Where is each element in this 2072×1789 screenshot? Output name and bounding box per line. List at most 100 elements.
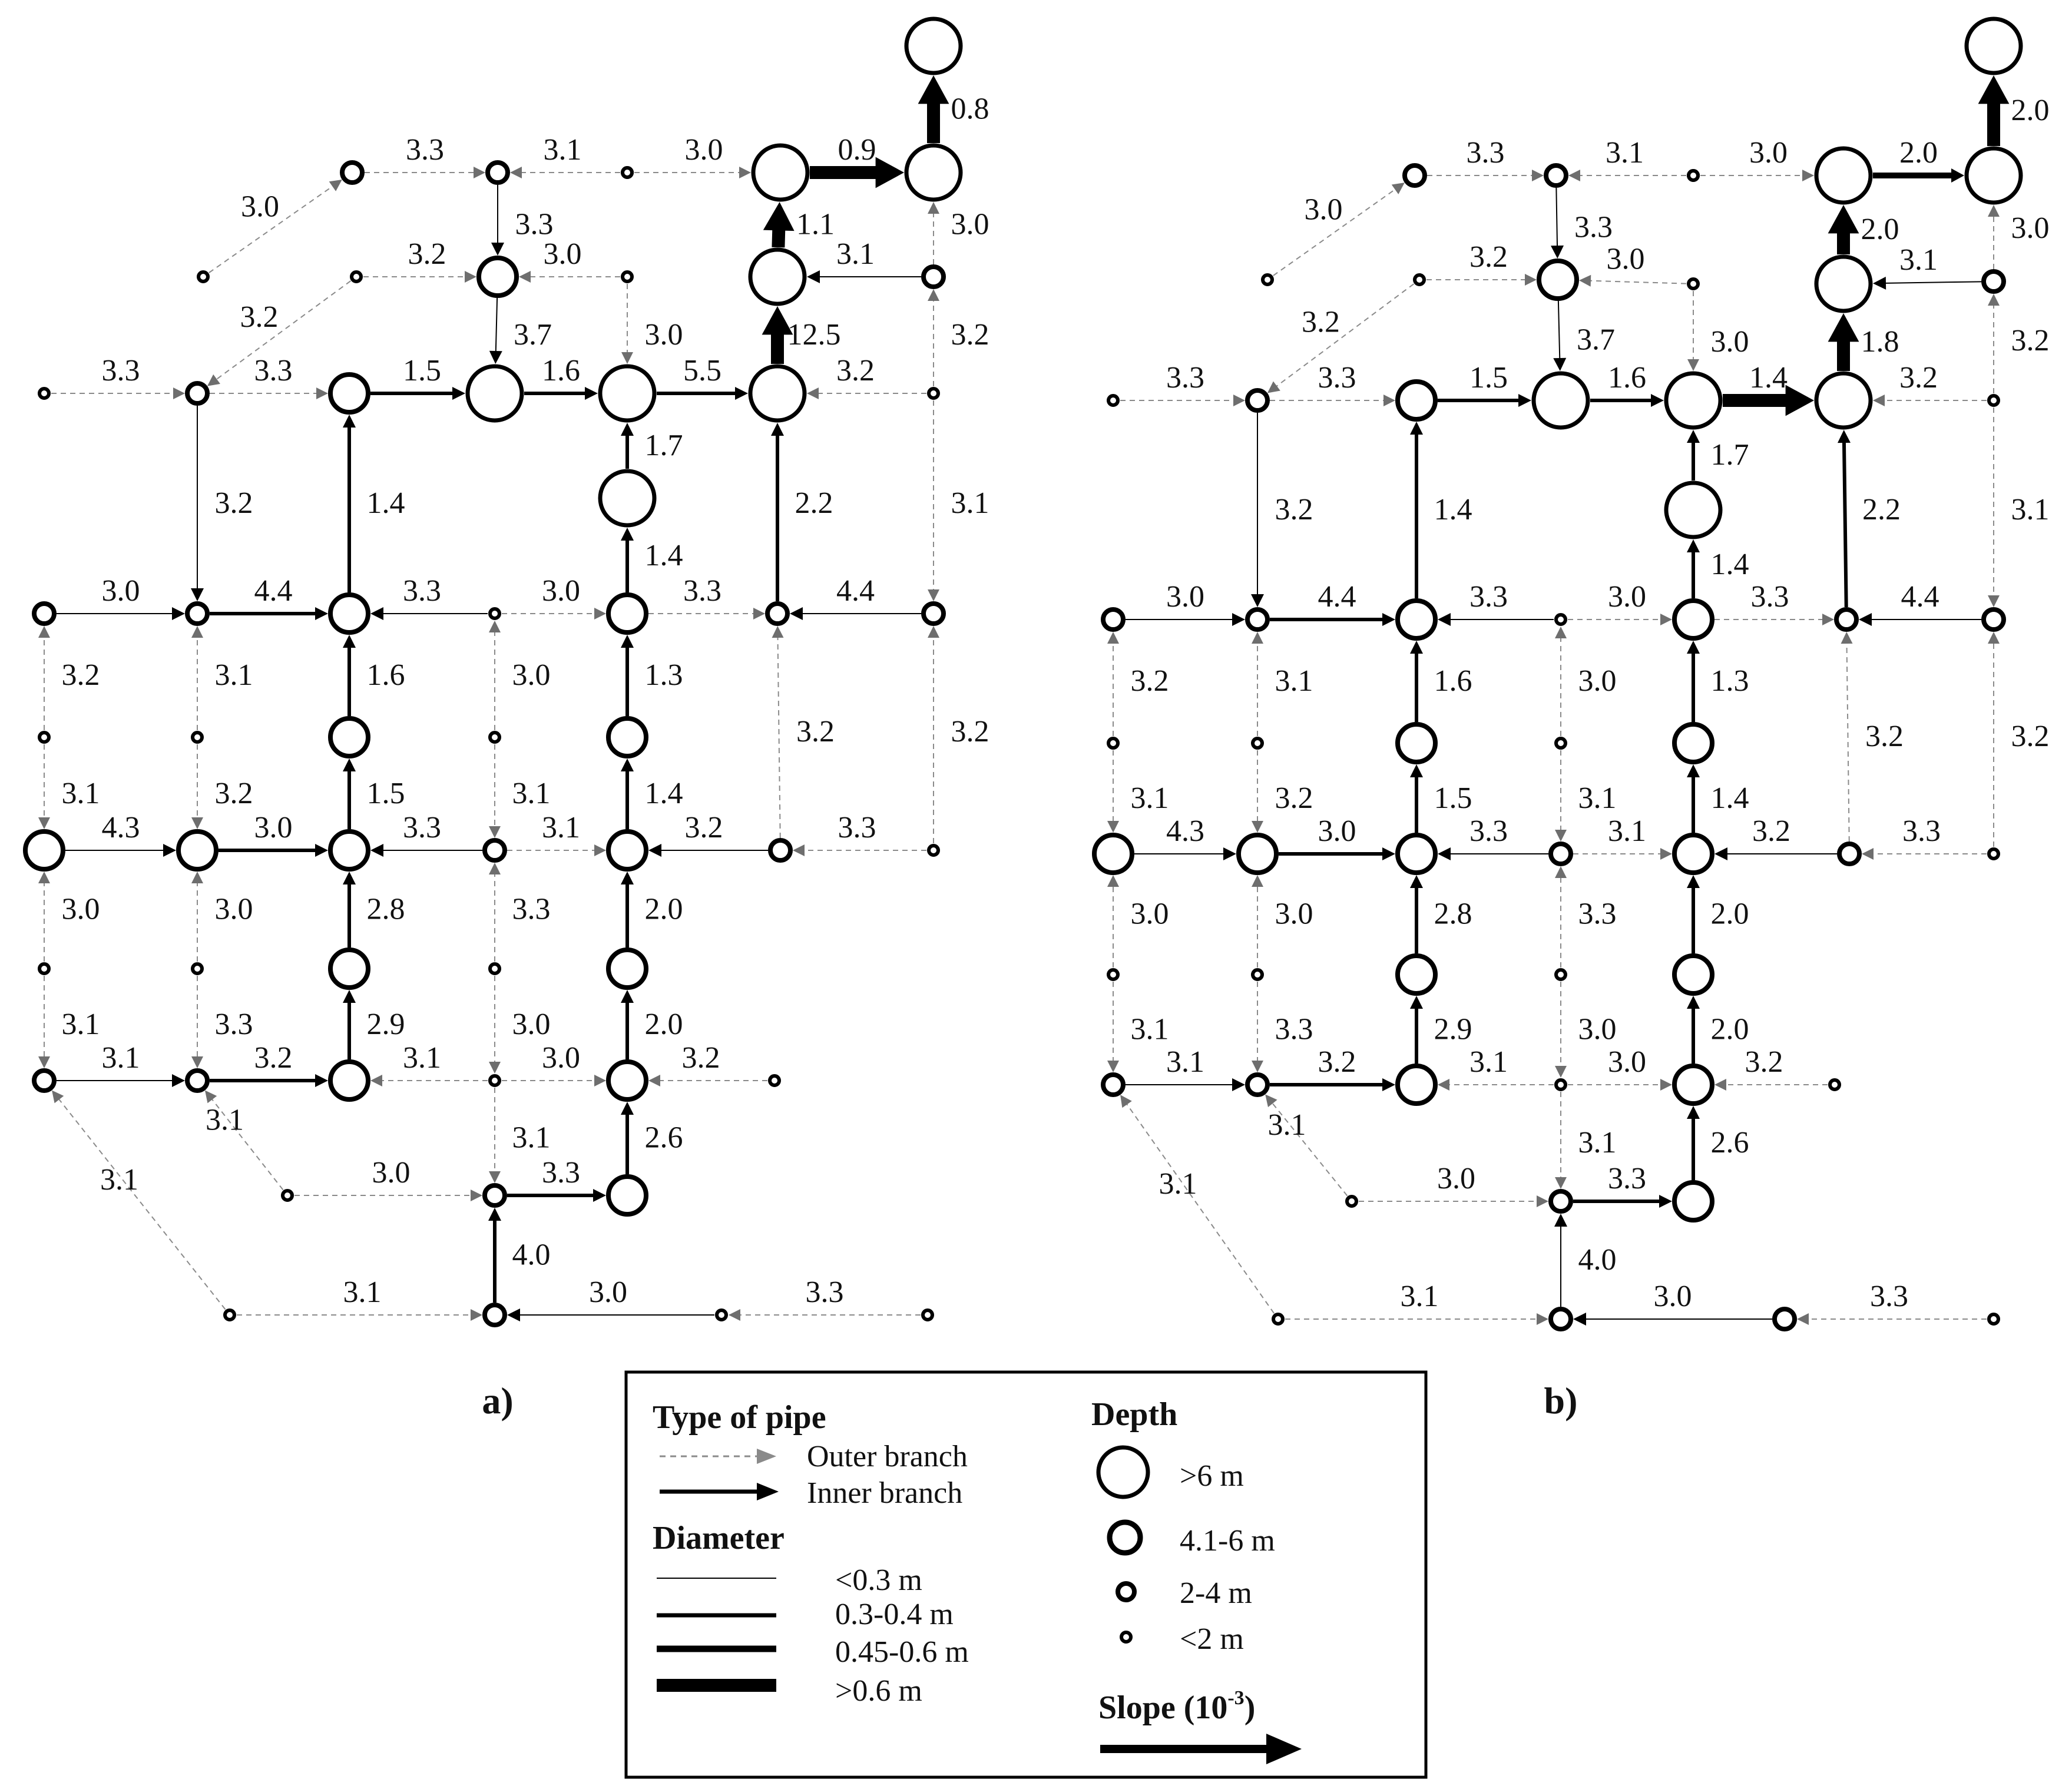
slope-label: 3.7: [1577, 323, 1615, 357]
manhole-node: [1834, 607, 1859, 632]
legend-inner-arrow: [757, 1483, 779, 1500]
slope-label: 3.3: [512, 893, 551, 926]
flow-arrowhead: [1107, 875, 1119, 887]
manhole-node: [1837, 842, 1862, 866]
legend-frame: [624, 1370, 1428, 1779]
flow-arrowhead: [489, 1171, 501, 1183]
manhole-node: [1772, 1307, 1797, 1331]
flow-arrowhead: [1802, 170, 1814, 181]
flow-arrowhead: [191, 588, 204, 601]
manhole-node: [482, 1183, 507, 1208]
flow-arrowhead: [648, 1075, 660, 1086]
slope-label: 2.2: [795, 486, 833, 520]
flow-arrowhead: [594, 844, 606, 856]
slope-label: 3.1: [215, 658, 253, 692]
flow-arrowhead: [191, 1056, 203, 1068]
slope-label: 3.0: [372, 1156, 411, 1190]
manhole-node: [328, 716, 370, 758]
flow-arrowhead: [1120, 1095, 1132, 1108]
pipe-inner: [495, 297, 498, 356]
flow-arrowhead: [875, 157, 904, 188]
slope-label: 1.4: [1749, 361, 1788, 395]
slope-label: 3.3: [406, 133, 444, 167]
flow-arrowhead: [191, 817, 203, 829]
legend-outer-label: Outer branch: [807, 1440, 968, 1473]
flow-arrowhead: [1659, 1195, 1672, 1208]
manhole-node: [751, 143, 810, 202]
flow-arrowhead: [38, 626, 50, 638]
manhole-node: [1245, 388, 1270, 413]
flow-arrowhead: [1687, 996, 1700, 1009]
flow-arrowhead: [1687, 641, 1700, 654]
slope-label: 1.5: [1469, 361, 1508, 395]
slope-label: 3.2: [2011, 720, 2050, 753]
slope-label: 3.1: [512, 777, 551, 810]
manhole-node: [328, 947, 370, 990]
slope-label: 0.8: [951, 92, 989, 126]
flow-arrowhead: [474, 167, 485, 178]
slope-label: 3.0: [102, 574, 140, 608]
slope-label: 1.6: [367, 658, 405, 692]
slope-label: 4.0: [512, 1238, 551, 1272]
slope-label: 3.3: [1467, 136, 1505, 170]
slope-label: 3.3: [1166, 361, 1204, 395]
flow-arrowhead: [648, 844, 661, 857]
manhole-node: [1395, 833, 1438, 875]
manhole-node: [185, 381, 210, 406]
manhole-node: [176, 829, 219, 872]
slope-label: 3.1: [512, 1121, 551, 1155]
slope-label: 1.3: [1711, 664, 1749, 698]
slope-label: 3.0: [1608, 1045, 1646, 1079]
manhole-node: [1664, 481, 1723, 539]
manhole-node: [1395, 953, 1438, 996]
slope-label: 3.1: [1401, 1280, 1439, 1313]
slope-label: 3.1: [1131, 1013, 1169, 1046]
flow-arrowhead: [370, 1075, 382, 1086]
flow-arrowhead: [471, 1309, 482, 1321]
flow-arrowhead: [1382, 613, 1395, 626]
flow-arrowhead: [329, 180, 342, 191]
slope-label: 1.7: [1711, 438, 1749, 472]
slope-label: 3.2: [951, 715, 989, 748]
manhole-node: [621, 166, 634, 179]
flow-arrowhead: [762, 306, 793, 335]
manhole-node: [904, 143, 963, 202]
flow-arrowhead: [763, 201, 795, 231]
manhole-node: [598, 469, 657, 528]
slope-label: 3.0: [1305, 193, 1343, 227]
manhole-node: [1251, 968, 1264, 981]
legend-depth-circle-xl: [1096, 1445, 1150, 1499]
manhole-node: [328, 1059, 370, 1102]
pipe-outer: [1586, 280, 1687, 284]
slope-label: 3.3: [1751, 580, 1789, 614]
slope-label: 2.2: [1862, 493, 1901, 526]
flow-arrowhead: [1410, 764, 1423, 777]
flow-arrowhead: [465, 271, 476, 283]
flow-arrowhead: [621, 528, 634, 541]
flow-arrowhead: [52, 1090, 64, 1104]
manhole-node: [1544, 163, 1568, 188]
flow-arrowhead: [1252, 632, 1263, 644]
flow-arrowhead: [370, 607, 383, 620]
flow-arrowhead: [790, 607, 803, 620]
slope-label: 3.1: [62, 1008, 100, 1041]
flow-arrowhead: [510, 167, 522, 178]
manhole-node: [1987, 1313, 2000, 1326]
manhole-node: [1554, 968, 1567, 981]
flow-arrowhead: [1232, 1078, 1245, 1091]
manhole-node: [23, 829, 65, 872]
slope-label: 3.2: [685, 811, 723, 844]
slope-label: 1.4: [1434, 493, 1472, 526]
flow-arrowhead: [1233, 395, 1245, 406]
slope-label: 4.0: [1578, 1243, 1617, 1277]
manhole-node: [350, 270, 363, 283]
slope-label: 3.0: [512, 658, 551, 692]
flow-arrowhead: [1410, 641, 1423, 654]
slope-label: 3.2: [254, 1041, 293, 1075]
slope-label: 3.1: [1131, 781, 1169, 815]
flow-arrowhead: [1988, 205, 2000, 217]
manhole-node: [606, 716, 648, 758]
flow-arrowhead: [172, 1074, 185, 1087]
